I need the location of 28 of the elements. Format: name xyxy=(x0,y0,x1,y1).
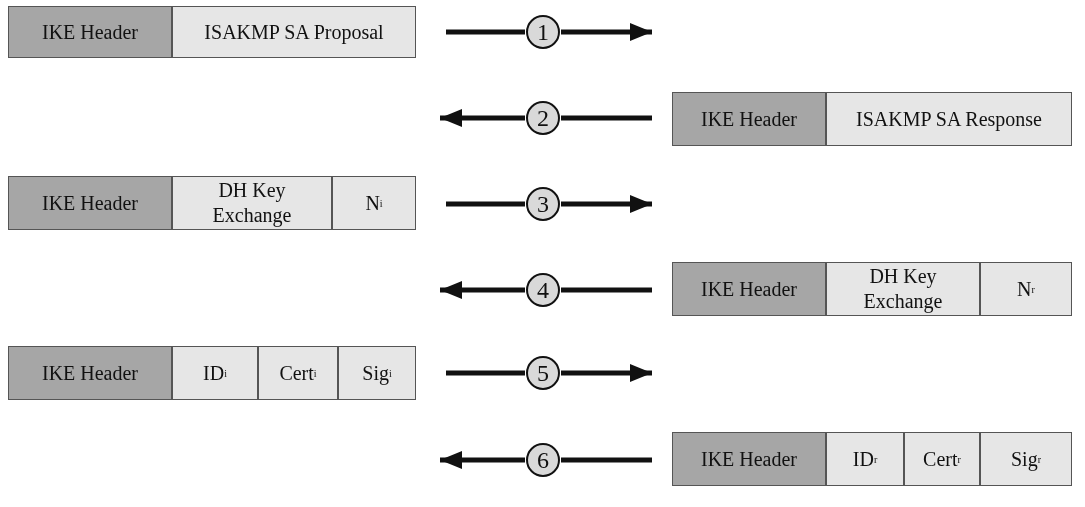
step-number: 3 xyxy=(526,187,560,221)
arrow xyxy=(440,281,525,299)
step-number: 5 xyxy=(526,356,560,390)
header-field: IKE Header xyxy=(8,6,172,58)
header-field: IKE Header xyxy=(8,346,172,400)
connector-line xyxy=(561,457,652,463)
arrow xyxy=(561,23,652,41)
connector-line xyxy=(446,29,525,35)
arrow xyxy=(561,364,652,382)
header-field: IKE Header xyxy=(672,92,826,146)
header-field: IKE Header xyxy=(672,262,826,316)
connector-line xyxy=(561,287,652,293)
payload-field: DH Key Exchange xyxy=(172,176,332,230)
step-number: 1 xyxy=(526,15,560,49)
arrow xyxy=(440,451,525,469)
connector-line xyxy=(561,115,652,121)
header-field: IKE Header xyxy=(8,176,172,230)
payload-field: ISAKMP SA Proposal xyxy=(172,6,416,58)
connector-line xyxy=(446,201,525,207)
connector-line xyxy=(446,370,525,376)
arrow xyxy=(561,195,652,213)
arrow xyxy=(440,109,525,127)
step-number: 2 xyxy=(526,101,560,135)
header-field: IKE Header xyxy=(672,432,826,486)
step-number: 4 xyxy=(526,273,560,307)
payload-field: DH Key Exchange xyxy=(826,262,980,316)
payload-field: ISAKMP SA Response xyxy=(826,92,1072,146)
step-number: 6 xyxy=(526,443,560,477)
